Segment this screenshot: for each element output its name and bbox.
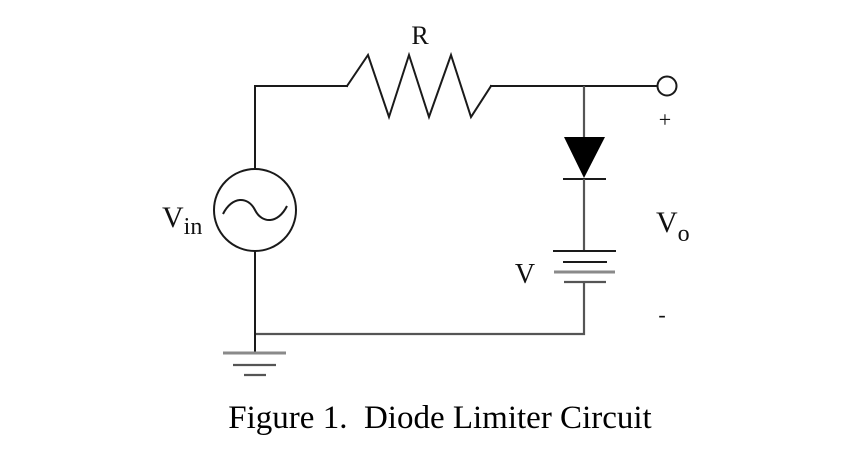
output-plus-label: +: [659, 107, 671, 132]
source-label-main: V: [162, 201, 184, 234]
diode-triangle: [564, 137, 605, 178]
diode-icon: [563, 137, 606, 180]
resistor: [345, 51, 493, 121]
wire-left-top: [254, 85, 348, 170]
output-label-subscript: o: [678, 221, 690, 247]
resistor-zigzag: [345, 51, 493, 121]
source-label-subscript: in: [184, 214, 203, 240]
output-label-main: V: [656, 206, 678, 239]
ground-icon: [223, 351, 286, 377]
source-label: Vin: [162, 201, 202, 240]
output-minus-label: -: [658, 302, 665, 327]
figure-caption: Figure 1. Diode Limiter Circuit: [228, 400, 651, 436]
resistor-label: R: [411, 21, 429, 50]
output-terminal-icon: [656, 75, 678, 97]
battery-icon: [553, 250, 616, 284]
sine-wave-icon: [222, 199, 288, 221]
battery-label: V: [515, 259, 535, 290]
wire-battery-to-bottom: [255, 282, 586, 336]
output-voltage-label: Vo: [656, 206, 690, 247]
ac-source-icon: [213, 168, 297, 252]
